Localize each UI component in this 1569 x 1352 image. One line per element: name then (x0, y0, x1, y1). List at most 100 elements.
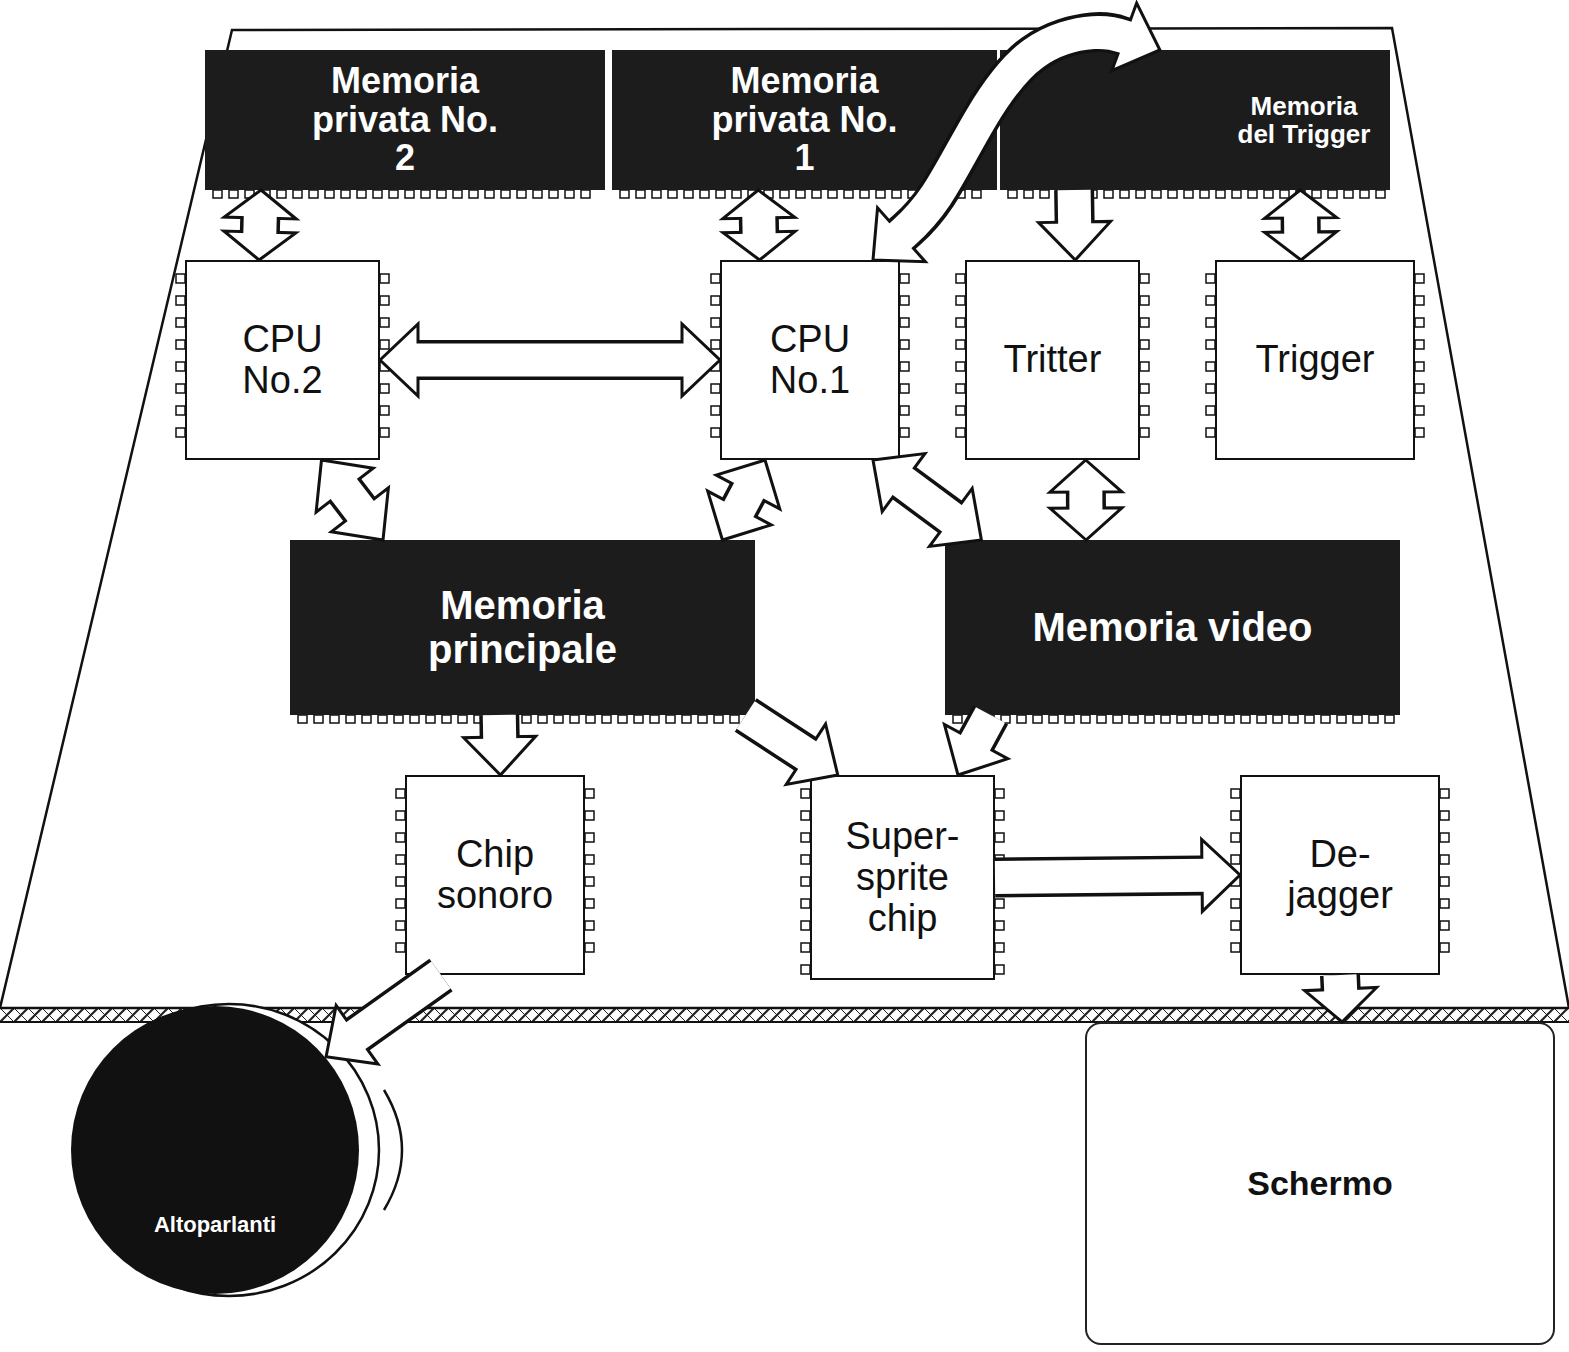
speaker-shape (70, 1005, 360, 1295)
chip-pin (956, 362, 965, 371)
chip-pin (1140, 296, 1149, 305)
chip-pin (1337, 715, 1346, 723)
chip-pin (1296, 190, 1305, 198)
arrow-head (723, 231, 795, 260)
chip-pin (953, 715, 962, 723)
chip-pin (1152, 190, 1161, 198)
node-label: Altoparlanti (154, 1213, 276, 1237)
arrow-outline (1066, 492, 1106, 508)
chip-pin (711, 362, 720, 371)
node-label: CPU No.2 (213, 319, 353, 401)
arrow-outline (418, 340, 682, 380)
node-label: Super-sprite chip (833, 816, 973, 939)
chip-pin (176, 274, 185, 283)
arrow-head (1202, 839, 1240, 911)
chip-pin (585, 855, 594, 864)
processor-chip: CPU No.2 (185, 260, 380, 460)
connector-arrow (746, 715, 838, 784)
chip-pin (362, 715, 371, 723)
chip-pin (1168, 190, 1177, 198)
speaker-cone (71, 1006, 359, 1294)
arrow-head (464, 736, 536, 775)
chip-pin (213, 190, 222, 198)
chip-pin (698, 715, 707, 723)
arrow-outline (976, 715, 990, 742)
chip-pin (796, 190, 805, 198)
chip-pin (1440, 899, 1449, 908)
chip-pin (410, 715, 419, 723)
connector-arrow (708, 460, 780, 540)
chip-pin (330, 715, 339, 723)
chip-pin (900, 318, 909, 327)
chip-pin (900, 296, 909, 305)
chip-pin (380, 274, 389, 283)
chip-pin (995, 855, 1004, 864)
chip-pin (501, 190, 510, 198)
node-label: Schermo (1247, 1165, 1393, 1202)
chip-pin (1231, 855, 1240, 864)
memory-chip: Memoria privata No. 2 (205, 50, 605, 190)
chip-pin (995, 965, 1004, 974)
arrow-body (742, 213, 775, 237)
chip-pin (1353, 715, 1362, 723)
chip-pin (474, 715, 483, 723)
chip-pin (380, 406, 389, 415)
chip-pin (972, 190, 981, 198)
chip-pin (995, 877, 1004, 886)
arrow-outline (1054, 190, 1095, 222)
chip-pin (876, 190, 885, 198)
chip-pin (1440, 921, 1449, 930)
chip-pin (1440, 855, 1449, 864)
chip-pin (380, 362, 389, 371)
chip-pin (1232, 190, 1241, 198)
chip-pin (636, 190, 645, 198)
chip-pin (554, 715, 563, 723)
chip-pin (1415, 274, 1424, 283)
chip-pin (1344, 190, 1353, 198)
chip-pin (1248, 190, 1257, 198)
chip-pin (1231, 811, 1240, 820)
chip-pin (956, 296, 965, 305)
chip-pin (581, 190, 590, 198)
chip-pin (1360, 190, 1369, 198)
chip-pin (389, 190, 398, 198)
chip-pin (900, 406, 909, 415)
chip-pin (533, 190, 542, 198)
chip-pin (801, 811, 810, 820)
chip-pin (426, 715, 435, 723)
chip-pin (801, 943, 810, 952)
chip-pin (453, 190, 462, 198)
chip-pin (634, 715, 643, 723)
chip-pin (1231, 877, 1240, 886)
connector-arrow (316, 460, 388, 540)
chip-pin (396, 811, 405, 820)
chip-pin (985, 715, 994, 723)
chip-pin (900, 274, 909, 283)
chip-pin (844, 190, 853, 198)
chip-pin (1264, 190, 1273, 198)
memory-chip: Memoria principale (290, 540, 755, 715)
chip-pin (995, 811, 1004, 820)
chip-pin (732, 190, 741, 198)
chip-pin (341, 190, 350, 198)
chip-pin (1440, 877, 1449, 886)
chip-pin (684, 190, 693, 198)
chip-pin (1140, 274, 1149, 283)
arrow-outline (739, 218, 779, 232)
arrow-head (224, 231, 296, 260)
chip-pin (1440, 943, 1449, 952)
graphics-chip: Trigger (1215, 260, 1415, 460)
chip-pin (1305, 715, 1314, 723)
arrow-head (723, 190, 795, 219)
chip-pin (892, 190, 901, 198)
chip-pin (396, 833, 405, 842)
arrow-outline (345, 490, 360, 510)
chip-pin (421, 190, 430, 198)
node-label: De-jagger (1270, 834, 1410, 916)
arrow-head (1265, 190, 1337, 218)
node-label: Memoria privata No. 1 (705, 62, 905, 179)
chip-pin (538, 715, 547, 723)
chip-pin (405, 190, 414, 198)
chip-pin (995, 943, 1004, 952)
